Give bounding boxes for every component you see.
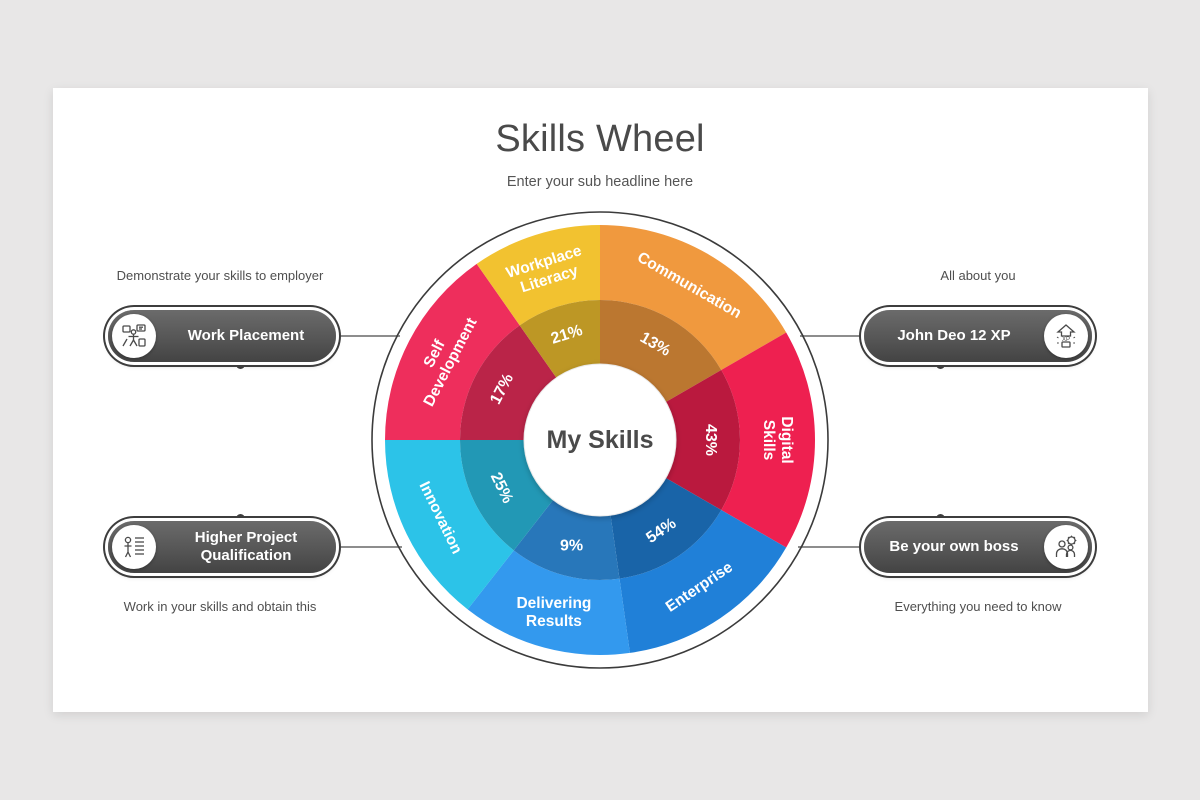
caption-bottom-right: Everything you need to know [894,599,1062,614]
wheel-segment-outer[interactable] [385,263,520,440]
connector-line-top-left [340,335,400,337]
work-placement-icon [112,314,156,358]
xp-badge-icon: XP [1044,314,1088,358]
pill-tail-top-left [130,364,240,366]
page-subtitle: Enter your sub headline here [506,174,694,190]
callout-label-higher-project-qualification: Higher Project Qualification [156,529,336,564]
wheel-hub [523,363,677,517]
callout-label-john-deo: John Deo 12 XP [897,327,1011,345]
connector-line-bottom-right [798,546,862,548]
wheel-segment-inner[interactable] [610,478,722,579]
page-title: Skills Wheel [495,118,705,160]
wheel-segment-outer[interactable] [619,510,787,653]
wheel-segment-label: DigitalSkills [760,416,795,463]
pill-tail-dot-top-right [936,360,945,369]
skills-wheel-svg: Communication13%DigitalSkills43%Enterpri… [371,211,829,669]
callout-label-line1: Higher Project [194,529,298,547]
pill-tail-dot-top-left [236,360,245,369]
callout-button-john-deo[interactable]: John Deo 12 XP XP [864,310,1092,362]
callout-label-be-your-own-boss: Be your own boss [889,538,1019,556]
wheel-outer-ring [371,211,829,669]
pill-tail-dot-bottom-left [236,514,245,523]
wheel-segment-percent: 9% [560,537,583,554]
wheel-segment-inner[interactable] [513,499,620,580]
caption-bottom-left: Work in your skills and obtain this [123,599,317,614]
wheel-segments[interactable] [385,225,815,655]
wheel-segment-inner[interactable] [600,300,722,402]
callout-button-be-your-own-boss[interactable]: Be your own boss [864,521,1092,573]
callout-button-work-placement[interactable]: Work Placement [108,310,336,362]
wheel-segment-inner[interactable] [665,370,740,510]
callout-button-higher-project-qualification[interactable]: Higher Project Qualification [108,521,336,573]
wheel-segment-inner[interactable] [460,440,554,551]
pill-tail-top-right [940,364,1050,366]
wheel-segment-outer[interactable] [600,225,787,370]
wheel-segment-inner[interactable] [519,300,600,378]
svg-text:XP: XP [1062,337,1070,343]
callout-label-work-placement: Work Placement [187,327,305,345]
wheel-segment-percent: 43% [702,424,719,456]
callout-label-line2: Qualification [200,547,292,564]
people-gear-icon [1044,525,1088,569]
checklist-person-icon [112,525,156,569]
caption-top-right: All about you [940,268,1016,283]
wheel-segment-outer[interactable] [476,225,600,326]
wheel-segment-inner[interactable] [460,325,557,440]
pill-tail-bottom-left [130,518,240,520]
wheel-segment-outer[interactable] [721,332,815,548]
connector-line-top-right [800,335,862,337]
pill-tail-dot-bottom-right [936,514,945,523]
wheel-segment-outer[interactable] [467,550,630,655]
caption-top-left: Demonstrate your skills to employer [116,268,324,283]
wheel-white-ring [376,216,824,664]
wheel-segment-outer[interactable] [385,440,514,610]
connector-line-bottom-left [340,546,402,548]
pill-tail-bottom-right [940,518,1050,520]
